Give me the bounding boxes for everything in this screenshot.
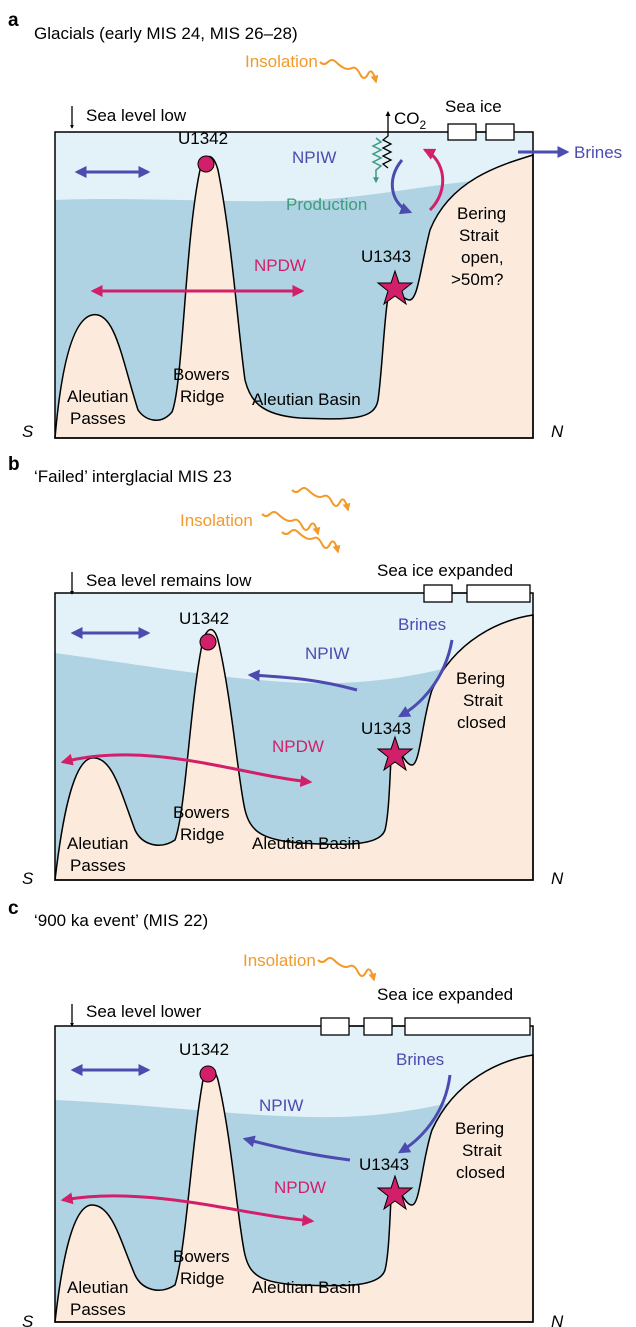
sea-ice-block xyxy=(404,1017,531,1036)
co2-label: CO2 xyxy=(394,109,427,132)
insolation-label: Insolation xyxy=(243,951,316,970)
aleutian-passes-label: Aleutian Passes xyxy=(67,1278,133,1319)
strait-label: Bering Strait open, >50m? xyxy=(451,204,511,289)
brines-label: Brines xyxy=(574,143,622,162)
site-u1342-label: U1342 xyxy=(179,1040,229,1059)
aleutian-passes-label: Aleutian Passes xyxy=(67,387,133,428)
brines-label: Brines xyxy=(396,1050,444,1069)
sea-ice-block xyxy=(320,1017,350,1036)
npdw-label: NPDW xyxy=(254,256,306,275)
panel-letter: a xyxy=(8,10,19,31)
npiw-label: NPIW xyxy=(259,1096,303,1115)
insolation-arrow xyxy=(261,511,321,536)
panel-title: ‘Failed’ interglacial MIS 23 xyxy=(34,467,232,486)
site-u1342-marker xyxy=(199,1065,217,1083)
brines-label: Brines xyxy=(398,615,446,634)
site-u1343-label: U1343 xyxy=(359,1155,409,1174)
sea-level-label: Sea level lower xyxy=(86,1002,202,1021)
sea-ice-label: Sea ice expanded xyxy=(377,561,513,580)
surface-water xyxy=(55,132,533,202)
south-label: S xyxy=(22,422,34,441)
brines-arrow xyxy=(397,1074,452,1154)
bowers-ridge-label: Bowers Ridge xyxy=(173,803,234,844)
npiw-arrow xyxy=(242,1135,351,1162)
aleutian-passes-label: Aleutian Passes xyxy=(67,834,133,875)
panel-frame xyxy=(54,131,534,439)
brines-arrow xyxy=(397,639,454,718)
seafloor xyxy=(54,614,534,881)
south-label: S xyxy=(22,869,34,888)
site-u1342-marker xyxy=(199,633,217,651)
panel-letter: b xyxy=(8,454,20,475)
panel-a: a Glacials (early MIS 24, MIS 26–28) Sea… xyxy=(8,10,622,441)
aleutian-basin-label: Aleutian Basin xyxy=(252,1278,361,1297)
site-u1342-label: U1342 xyxy=(178,129,228,148)
sea-ice-block xyxy=(485,123,515,141)
sea-level-label: Sea level remains low xyxy=(86,571,252,590)
npdw-loop-arrow xyxy=(422,148,445,212)
npiw-arrow xyxy=(247,669,358,692)
insolation-arrow xyxy=(317,957,377,982)
panel-letter: c xyxy=(8,898,19,919)
site-u1343-marker xyxy=(376,735,414,772)
npiw-loop-arrow xyxy=(390,159,413,215)
insolation-label: Insolation xyxy=(180,511,253,530)
north-label: N xyxy=(551,1312,564,1327)
site-u1343-marker xyxy=(376,269,414,306)
production-arrow xyxy=(371,137,383,184)
strait-label: Bering Strait closed xyxy=(456,669,510,732)
panel-title: ‘900 ka event’ (MIS 22) xyxy=(34,911,208,930)
npdw-arrow xyxy=(60,1192,315,1227)
sea-ice-label: Sea ice expanded xyxy=(377,985,513,1004)
sea-ice-block xyxy=(466,584,531,603)
panel-c: c ‘900 ka event’ (MIS 22) Sea level lowe… xyxy=(8,898,564,1327)
south-label: S xyxy=(22,1312,34,1327)
sea-ice-block xyxy=(447,123,477,141)
site-u1342-label: U1342 xyxy=(179,609,229,628)
site-u1343-label: U1343 xyxy=(361,719,411,738)
sea-ice-label: Sea ice xyxy=(445,97,502,116)
insolation-arrow xyxy=(291,487,351,512)
insolation-arrow xyxy=(319,59,379,84)
site-u1343-label: U1343 xyxy=(361,247,411,266)
npdw-label: NPDW xyxy=(272,737,324,756)
aleutian-basin-label: Aleutian Basin xyxy=(252,390,361,409)
panel-frame xyxy=(54,1025,534,1323)
seafloor xyxy=(54,153,534,439)
panel-frame xyxy=(54,592,534,881)
bowers-ridge-label: Bowers Ridge xyxy=(173,365,234,406)
surface-water xyxy=(55,593,533,684)
insolation-label: Insolation xyxy=(245,52,318,71)
surface-water xyxy=(55,1026,533,1118)
panel-title: Glacials (early MIS 24, MIS 26–28) xyxy=(34,24,298,43)
site-u1343-marker xyxy=(376,1174,414,1211)
npiw-label: NPIW xyxy=(292,148,336,167)
bowers-ridge-label: Bowers Ridge xyxy=(173,1247,234,1288)
sea-ice-block xyxy=(423,584,453,603)
npdw-label: NPDW xyxy=(274,1178,326,1197)
co2-arrow xyxy=(381,110,393,169)
sea-ice-block xyxy=(363,1017,393,1036)
strait-label: Bering Strait closed xyxy=(455,1119,509,1182)
production-label: Production xyxy=(286,195,367,214)
north-label: N xyxy=(551,422,564,441)
sea-level-label: Sea level low xyxy=(86,106,187,125)
insolation-arrow xyxy=(281,529,341,554)
npdw-arrow xyxy=(60,753,313,788)
site-u1342-marker xyxy=(197,155,215,173)
npiw-label: NPIW xyxy=(305,644,349,663)
panel-b: b ‘Failed’ interglacial MIS 23 Sea level… xyxy=(8,454,564,888)
aleutian-basin-label: Aleutian Basin xyxy=(252,834,361,853)
seafloor xyxy=(54,1054,534,1323)
north-label: N xyxy=(551,869,564,888)
